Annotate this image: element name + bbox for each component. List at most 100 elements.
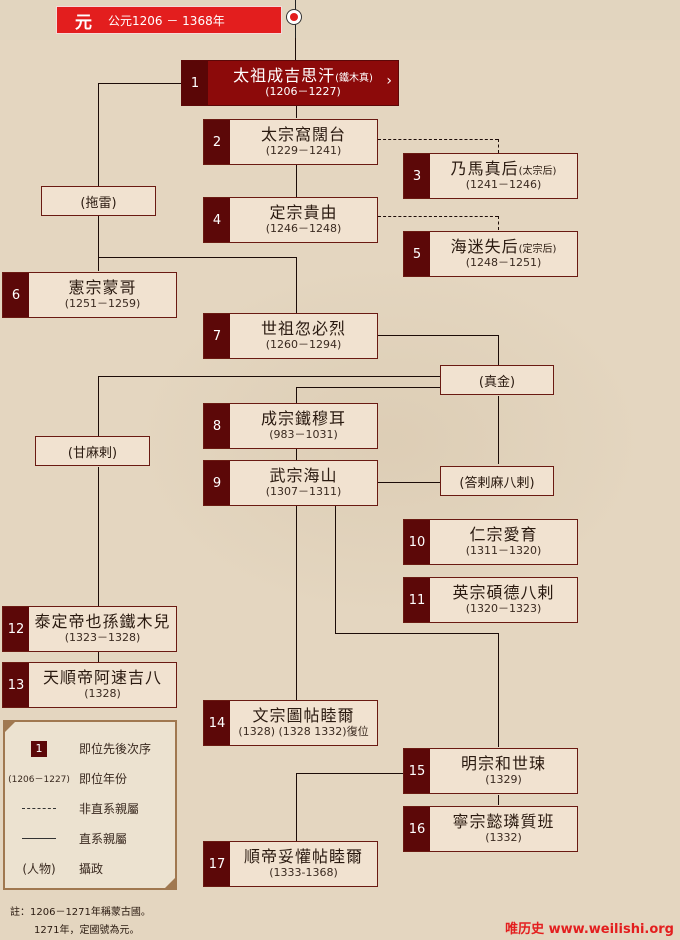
- emperor-name: 天順帝阿速吉八: [42, 668, 162, 688]
- emperor-name: 太宗窩闊台: [260, 125, 346, 145]
- emperor-name: 成宗鐵穆耳: [260, 409, 346, 429]
- connector: [296, 387, 440, 388]
- emperor-node-6[interactable]: 6 憲宗蒙哥(1251－1259): [2, 272, 177, 318]
- connector: [295, 38, 296, 60]
- reign-years: (1260－1294): [265, 337, 342, 351]
- reign-years: (1246－1248): [265, 221, 342, 235]
- emperor-note: (鐵木真): [335, 73, 373, 85]
- timeline-marker-icon: [286, 9, 302, 25]
- footnote-line-1: 註：1206－1271年稱蒙古國。: [10, 907, 151, 918]
- dynasty-title-bar: 元 公元1206 － 1368年: [56, 6, 282, 34]
- connector: [498, 396, 499, 464]
- connector: [378, 335, 498, 336]
- connector: [98, 376, 99, 436]
- connector: [296, 257, 297, 313]
- emperor-node-7[interactable]: 7 世祖忽必烈(1260－1294): [203, 313, 378, 359]
- reign-years: (1307－1311): [265, 484, 342, 498]
- order-number: 15: [404, 749, 430, 793]
- reign-years: (1241－1246): [465, 177, 542, 191]
- emperor-node-10[interactable]: 10 仁宗愛育(1311－1320): [403, 519, 578, 565]
- emperor-name: 世祖忽必烈: [260, 319, 346, 339]
- order-number: 5: [404, 232, 430, 276]
- legend-dashed-line: [22, 808, 56, 809]
- connector: [498, 795, 499, 805]
- dashed-connector: [378, 216, 498, 217]
- dynasty-name: 元: [75, 12, 92, 33]
- emperor-name: 仁宗愛育: [469, 525, 538, 545]
- emperor-node-8[interactable]: 8 成宗鐵穆耳(983－1031): [203, 403, 378, 449]
- connector: [296, 106, 297, 118]
- emperor-node-11[interactable]: 11 英宗碩德八剌(1320－1323): [403, 577, 578, 623]
- emperor-name: 文宗圖帖睦爾: [252, 706, 355, 726]
- order-number: 2: [204, 120, 230, 164]
- connector: [98, 257, 296, 258]
- connector: [296, 506, 297, 700]
- connector: [98, 652, 99, 662]
- legend-years-key: (1206－1227): [8, 775, 70, 785]
- legend-solid-line: [22, 838, 56, 839]
- connector: [296, 449, 297, 461]
- reign-years: (1229－1241): [265, 143, 342, 157]
- reign-years: (983－1031): [269, 427, 338, 441]
- emperor-name: 寧宗懿璘質班: [452, 812, 555, 832]
- order-number: 16: [404, 807, 430, 851]
- legend-corner-decoration: [165, 878, 175, 888]
- emperor-node-14[interactable]: 14 文宗圖帖睦爾(1328) (1328 1332)復位: [203, 700, 378, 746]
- emperor-note: (太宗后): [518, 166, 557, 178]
- legend-regent-key: (人物): [22, 862, 56, 876]
- order-number: 1: [182, 61, 208, 105]
- emperor-node-2[interactable]: 2 太宗窩闊台(1229－1241): [203, 119, 378, 165]
- footnote: 註：1206－1271年稱蒙古國。 1271年，定國號為元。: [10, 904, 151, 940]
- regent-darmabala: (答剌麻八剌): [440, 466, 554, 496]
- connector: [335, 506, 336, 634]
- emperor-name: 憲宗蒙哥: [68, 278, 137, 298]
- legend-years-label: 即位年份: [79, 772, 128, 786]
- regent-tolui: (拖雷): [41, 186, 156, 216]
- emperor-name: 海迷失后: [450, 237, 519, 257]
- emperor-node-1[interactable]: 1 太祖成吉思汗(鐵木真) (1206－1227) ›: [181, 60, 399, 106]
- connector: [498, 633, 499, 747]
- order-number: 6: [3, 273, 29, 317]
- order-number: 14: [204, 701, 230, 745]
- emperor-node-13[interactable]: 13 天順帝阿速吉八(1328): [2, 662, 177, 708]
- dashed-connector: [498, 216, 499, 230]
- reign-years: (1323－1328): [64, 630, 141, 644]
- legend-regent-label: 攝政: [79, 862, 104, 876]
- reign-years: (1329): [485, 772, 522, 786]
- order-number: 11: [404, 578, 430, 622]
- emperor-node-16[interactable]: 16 寧宗懿璘質班(1332): [403, 806, 578, 852]
- emperor-node-17[interactable]: 17 順帝妥懽帖睦爾(1333-1368): [203, 841, 378, 887]
- emperor-node-5[interactable]: 5 海迷失后(定宗后)(1248－1251): [403, 231, 578, 277]
- reign-years: (1333-1368): [269, 865, 338, 879]
- emperor-node-3[interactable]: 3 乃馬真后(太宗后)(1241－1246): [403, 153, 578, 199]
- legend-order-label: 即位先後次序: [79, 742, 152, 756]
- order-number: 13: [3, 663, 29, 707]
- emperor-node-12[interactable]: 12 泰定帝也孫鐵木兒(1323－1328): [2, 606, 177, 652]
- reign-years: (1320－1323): [465, 601, 542, 615]
- legend-corner-decoration: [5, 722, 15, 732]
- emperor-node-15[interactable]: 15 明宗和世㻋(1329): [403, 748, 578, 794]
- watermark: 唯历史 www.weilishi.org: [505, 922, 674, 937]
- emperor-node-9[interactable]: 9 武宗海山(1307－1311): [203, 460, 378, 506]
- dashed-connector: [378, 139, 498, 140]
- emperor-name: 定宗貴由: [269, 203, 338, 223]
- reign-years: (1311－1320): [465, 543, 542, 557]
- emperor-name: 乃馬真后: [450, 159, 519, 179]
- legend-indirect-label: 非直系親屬: [79, 802, 140, 816]
- connector: [296, 773, 297, 841]
- connector: [378, 482, 440, 483]
- emperor-node-4[interactable]: 4 定宗貴由(1246－1248): [203, 197, 378, 243]
- legend-panel: 1 即位先後次序 (1206－1227) 即位年份 非直系親屬 直系親屬 (人物…: [3, 720, 177, 890]
- connector: [98, 467, 99, 606]
- connector: [98, 376, 440, 377]
- legend-order-swatch: 1: [31, 740, 47, 757]
- order-number: 7: [204, 314, 230, 358]
- emperor-name: 武宗海山: [269, 466, 338, 486]
- legend-direct-label: 直系親屬: [79, 832, 128, 846]
- chevron-right-icon[interactable]: ›: [386, 73, 392, 89]
- reign-years: (1328) (1328 1332)復位: [238, 724, 369, 738]
- reign-years: (1248－1251): [465, 255, 542, 269]
- connector: [296, 773, 404, 774]
- order-number: 17: [204, 842, 230, 886]
- connector: [335, 633, 498, 634]
